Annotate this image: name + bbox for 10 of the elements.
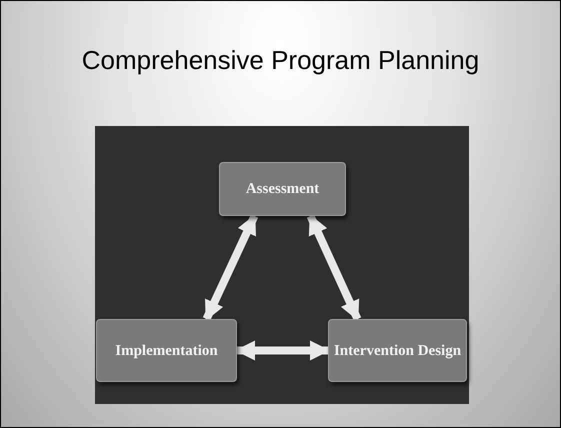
box-label: Implementation (115, 342, 218, 360)
box-label: Assessment (246, 180, 320, 198)
process-box (219, 162, 346, 216)
process-box (96, 319, 237, 382)
double-arrow (306, 214, 362, 321)
process-box (328, 319, 467, 382)
box-label: Intervention Design (334, 342, 462, 360)
slide-title: Comprehensive Program Planning (80, 44, 480, 77)
double-arrow (202, 214, 258, 321)
double-arrow (235, 340, 330, 360)
